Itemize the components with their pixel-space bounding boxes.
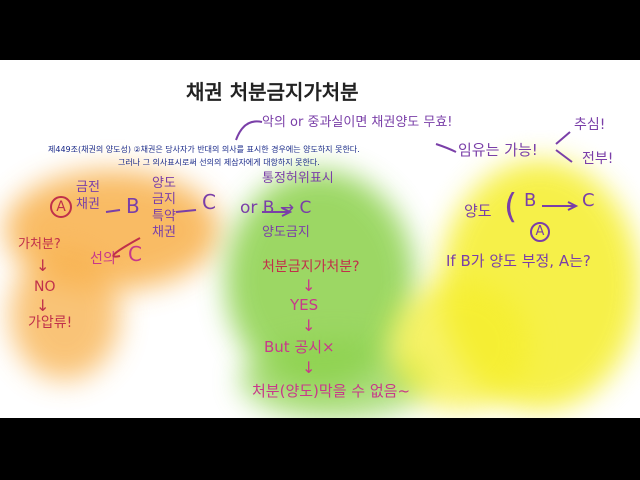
law-text-line-1: 제449조(채권의 양도성) ②채권은 당사자가 반대의 의사를 표시한 경우에… bbox=[48, 145, 360, 154]
money-claim: 금전 채권 bbox=[76, 180, 100, 212]
yellow-b: B bbox=[524, 190, 537, 211]
no-label: NO bbox=[34, 279, 56, 295]
good-faith-label: 선의 bbox=[90, 251, 116, 267]
page-title: 채권 처분금지가처분 bbox=[186, 80, 359, 104]
down-arrow-2: ↓ bbox=[36, 296, 50, 315]
injunction-question: 처분금지가처분? bbox=[262, 259, 360, 275]
down-arrow-5: ↓ bbox=[302, 358, 316, 377]
top-note: 악의 or 중과실이면 채권양도 무효! bbox=[262, 115, 453, 130]
or-b-to-c: or B → C bbox=[240, 198, 312, 218]
false-declaration: 통정허위표시 bbox=[262, 171, 334, 186]
seizure-ok: 가압류! bbox=[28, 315, 73, 331]
lecture-slide: 채권 처분금지가처분 제449조(채권의 양도성) ②채권은 당사자가 반대의 … bbox=[0, 60, 640, 418]
yellow-c: C bbox=[582, 190, 595, 211]
down-arrow-1: ↓ bbox=[36, 256, 50, 275]
label-a-circled: A bbox=[50, 196, 72, 218]
arrows-overlay bbox=[105, 120, 579, 258]
yellow-highlight-left bbox=[390, 280, 530, 410]
yellow-a-circled: A bbox=[530, 222, 550, 242]
top-note-sub: 임유는 가능! bbox=[458, 141, 538, 159]
orange-highlight-lower bbox=[10, 250, 120, 380]
down-arrow-3: ↓ bbox=[302, 276, 316, 295]
party-c: C bbox=[202, 190, 216, 214]
transfer-ban-claim: 양도 금지 특약 채권 bbox=[152, 176, 176, 240]
top-note-right-2: 전부! bbox=[582, 151, 614, 167]
law-text-line-2: 그러나 그 의사표시로써 선의의 제삼자에게 대항하지 못한다. bbox=[118, 158, 320, 167]
down-arrow-4: ↓ bbox=[302, 316, 316, 335]
bracket: ( bbox=[504, 187, 518, 227]
but-no-notice: But 공시× bbox=[264, 338, 335, 356]
seizure-question: 가처분? bbox=[18, 237, 61, 252]
good-faith-c: C bbox=[128, 242, 142, 266]
curve-arrow-top bbox=[235, 120, 263, 141]
yellow-question: If B가 양도 부정, A는? bbox=[446, 252, 591, 270]
party-b: B bbox=[126, 194, 140, 218]
transfer-ban: 양도금지 bbox=[262, 225, 310, 240]
transfer-label: 양도 bbox=[464, 202, 492, 220]
cannot-block: 처분(양도)막을 수 없음~ bbox=[252, 382, 411, 400]
top-note-right-1: 추심! bbox=[574, 117, 606, 133]
yes-label: YES bbox=[290, 296, 319, 314]
